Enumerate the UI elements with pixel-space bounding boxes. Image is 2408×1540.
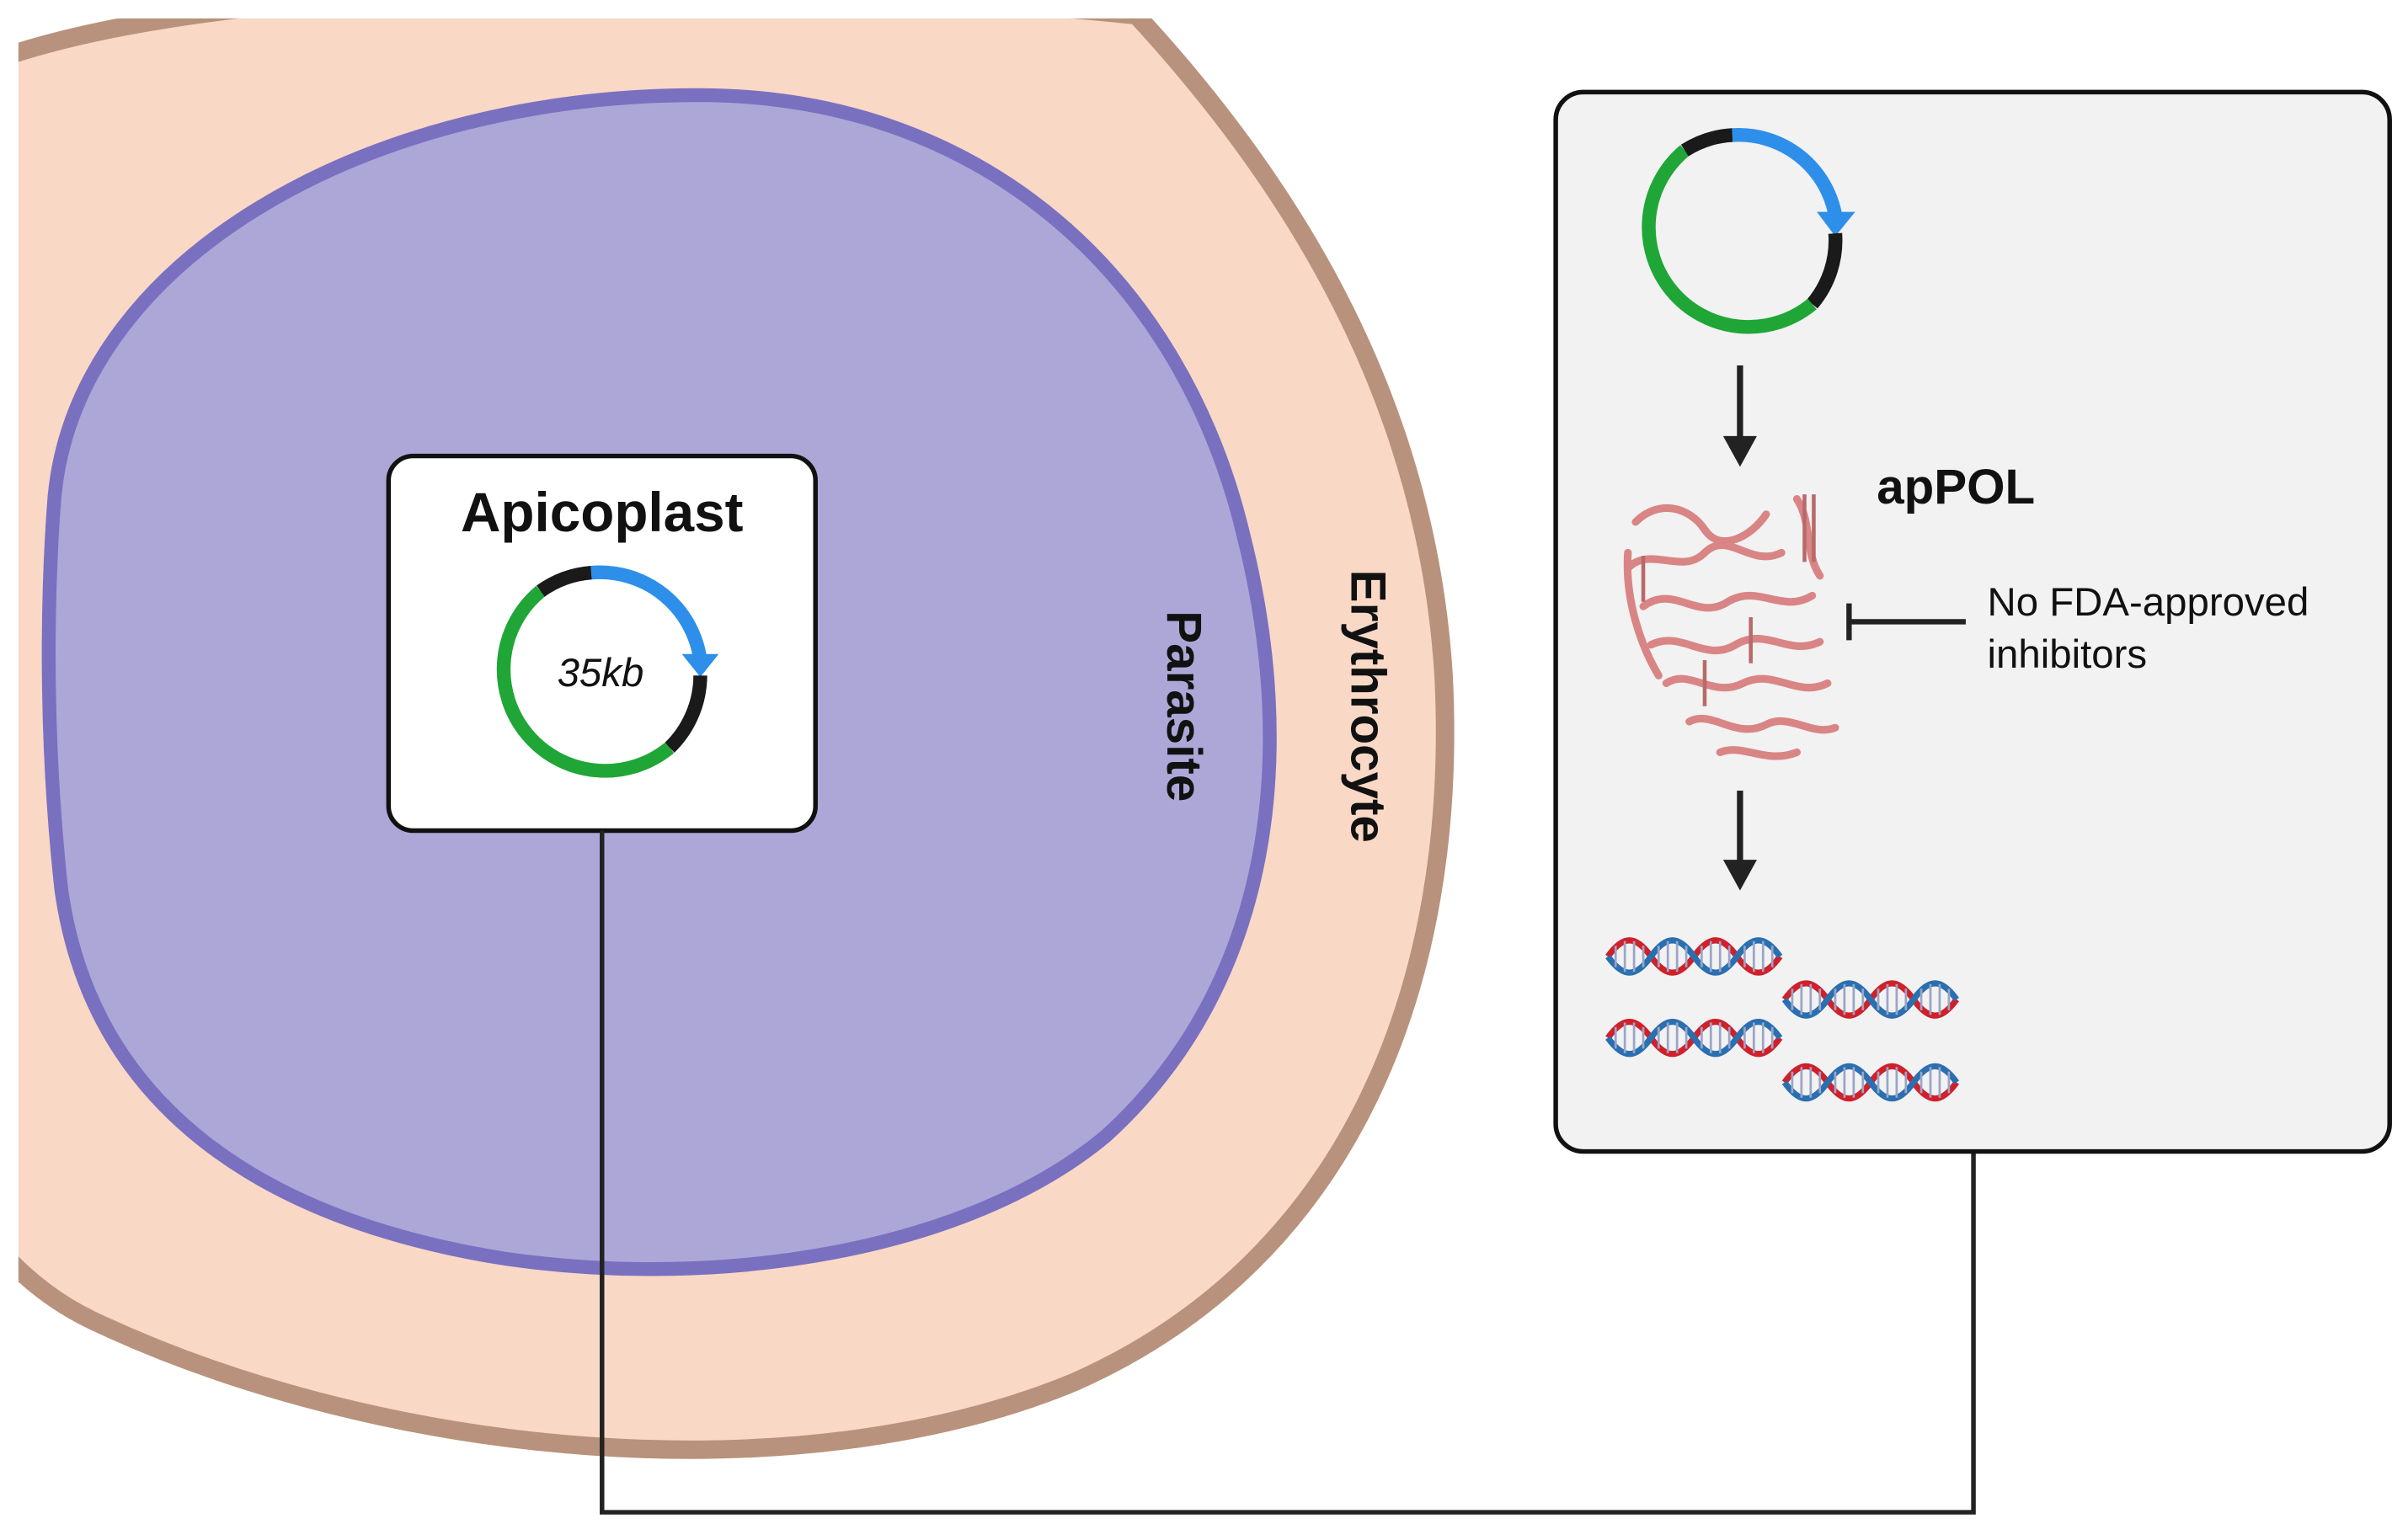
inhibitor-note-line1: No FDA-approved: [1987, 580, 2309, 625]
plasmid-icon: [496, 565, 719, 778]
protein-structure-icon: [1623, 495, 1839, 760]
apPOL-panel: [1553, 89, 2392, 1154]
inhibition-arrow-icon: [1846, 603, 1966, 641]
down-arrow-icon: [1722, 791, 1757, 891]
apicoplast-title: Apicoplast: [461, 482, 744, 543]
erythrocyte-label: Erythrocyte: [1341, 570, 1396, 843]
plasmid-icon: [1642, 128, 1855, 334]
parasite-label: Parasite: [1156, 610, 1211, 802]
connector-line: [600, 830, 1976, 1515]
protein-helices: [1641, 494, 1816, 706]
apPOL-label: apPOL: [1877, 460, 2035, 514]
inhibitor-note-line2: inhibitors: [1987, 632, 2147, 677]
genome-size-label: 35kb: [558, 651, 644, 695]
down-arrow-icon: [1722, 365, 1757, 467]
